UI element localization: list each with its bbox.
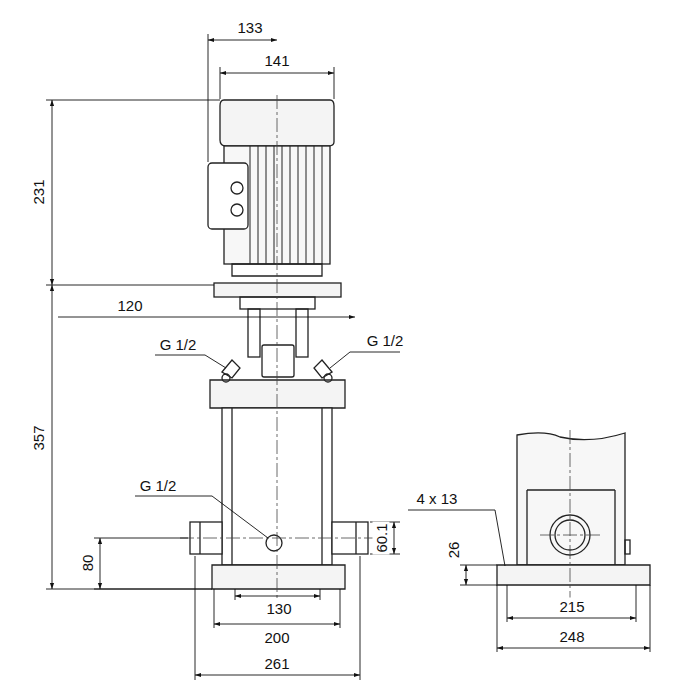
dimension-value: 26 (445, 540, 462, 561)
dimension-value: 261 (262, 655, 291, 672)
dimension-value: 200 (262, 629, 291, 646)
dimension-value: 231 (30, 177, 47, 206)
pump-outline (190, 100, 650, 589)
dimension-value: 133 (235, 19, 264, 36)
thread-label: G 1/2 (365, 332, 406, 349)
centre-line (180, 95, 600, 600)
dimension-value: 248 (557, 628, 586, 645)
dimension-lines (46, 34, 650, 680)
dimension-value: 80 (79, 553, 96, 574)
thread-label: G 1/2 (138, 477, 179, 494)
dimension-value: 4 x 13 (415, 490, 460, 507)
dimension-value: 60.1 (373, 521, 390, 554)
dimension-value: 120 (115, 297, 144, 314)
dimension-value: 357 (30, 423, 47, 452)
thread-label: G 1/2 (158, 336, 199, 353)
dimension-value: 215 (557, 598, 586, 615)
dimension-value: 141 (262, 52, 291, 69)
dimension-value: 130 (264, 600, 293, 617)
